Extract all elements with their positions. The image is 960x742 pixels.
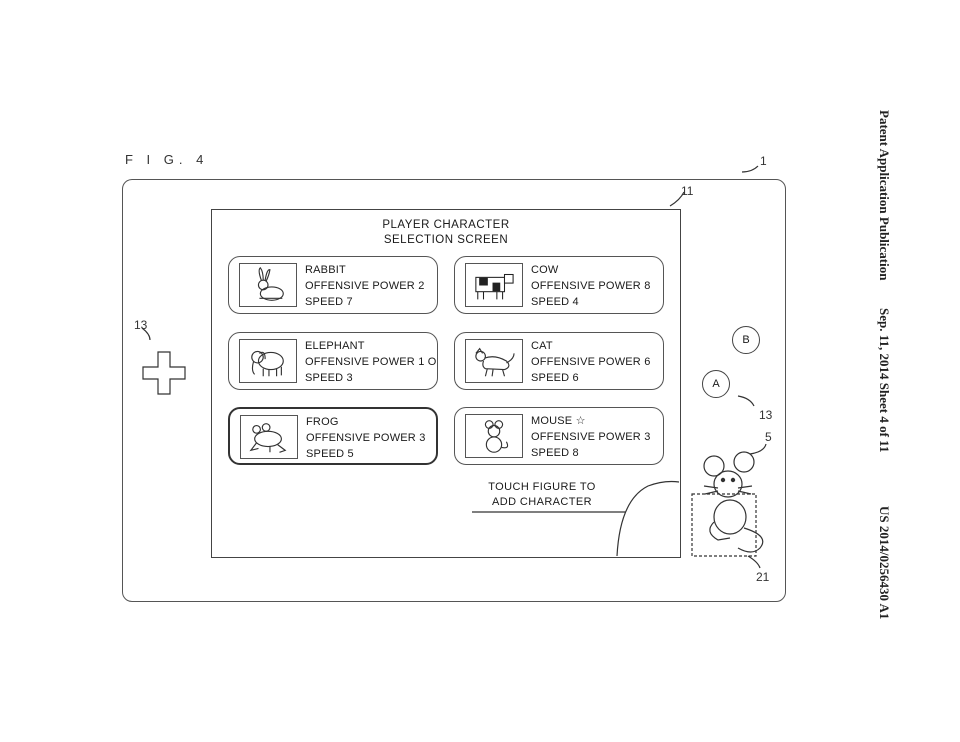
dpad-icon [142,351,186,395]
character-name: COW [531,264,559,276]
cow-icon [465,263,523,307]
character-speed: SPEED 6 [531,372,579,384]
character-power: OFFENSIVE POWER 3 [531,431,651,443]
figure-label: F I G. 4 [125,152,209,167]
a-button[interactable]: A [702,370,730,398]
hint-line2: ADD CHARACTER [492,496,592,508]
character-card-cat[interactable]: CAT OFFENSIVE POWER 6 SPEED 6 [454,332,664,390]
touch-hand-icon [616,480,680,557]
leader-dpad [141,327,151,341]
character-name: RABBIT [305,264,346,276]
ref-screen: 11 [681,184,694,198]
character-speed: SPEED 7 [305,296,353,308]
character-power: OFFENSIVE POWER 3 [306,432,426,444]
character-name: FROG [306,416,339,428]
leader-figure [749,443,767,455]
character-card-mouse[interactable]: MOUSE ☆ OFFENSIVE POWER 3 SPEED 8 [454,407,664,465]
screen-title-line2: SELECTION SCREEN [383,234,509,246]
mouse-figure-icon [703,451,764,553]
ref-reader: 21 [756,570,770,584]
character-speed: SPEED 4 [531,296,579,308]
leader-device [741,165,759,173]
ref-dpad: 13 [134,318,148,332]
cat-icon [465,339,523,383]
reader-area [691,493,757,557]
character-power: OFFENSIVE POWER 8 [531,280,651,292]
elephant-icon [239,339,297,383]
character-speed: SPEED 3 [305,372,353,384]
leader-buttons [737,395,755,407]
character-speed: SPEED 8 [531,447,579,459]
leader-reader [747,555,761,569]
ref-figure: 5 [765,430,772,444]
character-card-rabbit[interactable]: RABBIT OFFENSIVE POWER 2 SPEED 7 [228,256,438,314]
character-name: CAT [531,340,553,352]
ref-buttons: 13 [759,408,773,422]
character-card-elephant[interactable]: ELEPHANT OFFENSIVE POWER 1 O SPEED 3 [228,332,438,390]
ref-device: 1 [760,154,767,168]
character-card-cow[interactable]: COW OFFENSIVE POWER 8 SPEED 4 [454,256,664,314]
add-character-hint: TOUCH FIGURE TO ADD CHARACTER [472,480,612,510]
b-button[interactable]: B [732,326,760,354]
leader-screen [669,191,685,207]
character-power: OFFENSIVE POWER 2 [305,280,425,292]
rabbit-icon [239,263,297,307]
screen-title-line1: PLAYER CHARACTER [382,219,510,231]
frog-icon [240,415,298,459]
character-speed: SPEED 5 [306,448,354,460]
character-name: ELEPHANT [305,340,365,352]
hint-line1: TOUCH FIGURE TO [488,481,596,493]
display-screen: PLAYER CHARACTER SELECTION SCREEN RABBIT… [211,209,681,558]
mouse-icon [465,414,523,458]
game-device [122,179,786,602]
character-name: MOUSE ☆ [531,415,586,427]
character-power: OFFENSIVE POWER 6 [531,356,651,368]
character-power: OFFENSIVE POWER 1 O [305,356,437,368]
character-card-frog[interactable]: FROG OFFENSIVE POWER 3 SPEED 5 [228,407,438,465]
